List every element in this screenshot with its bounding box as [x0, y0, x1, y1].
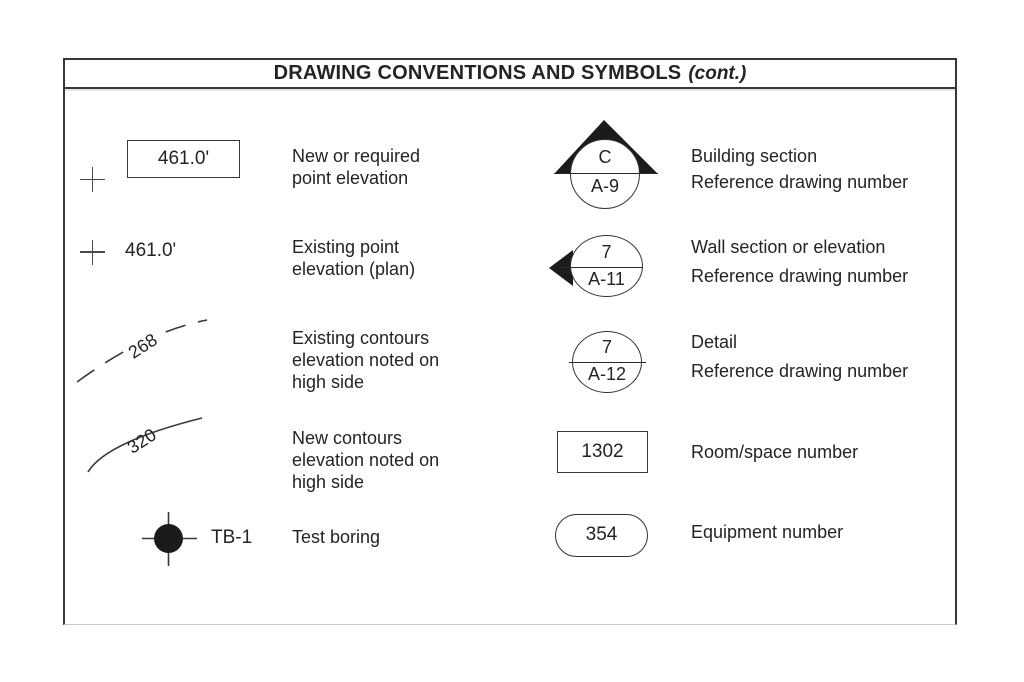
label-test-boring: Test boring [292, 527, 381, 547]
equipment-number-value: 354 [585, 524, 618, 545]
label-existing-contours: elevation noted on [292, 350, 440, 370]
detail-number: 7 [601, 337, 612, 357]
new-point-elevation-value: 461.0' [157, 148, 210, 169]
label-new-contours: New contours [292, 428, 403, 448]
label-new-contours: high side [292, 472, 365, 492]
label-detail: Reference drawing number [691, 361, 909, 381]
label-new-contours: elevation noted on [292, 450, 440, 470]
label-existing-contours: Existing contours [292, 328, 430, 348]
label-room-number: Room/space number [691, 442, 859, 462]
label-wall-section: Wall section or elevation [691, 237, 886, 257]
new-contour-icon [87, 417, 203, 473]
room-number-box: 1302 [557, 431, 648, 473]
wall-section-number: 7 [601, 242, 612, 262]
label-building-section: Building section [691, 146, 818, 166]
label-wall-section: Reference drawing number [691, 266, 909, 286]
label-detail: Detail [691, 332, 738, 352]
label-existing-point-elevation: elevation (plan) [292, 259, 416, 279]
label-existing-contours: high side [292, 372, 365, 392]
wall-section-circle [570, 235, 643, 297]
label-new-point-elevation: New or required [292, 146, 421, 166]
plus-icon [91, 167, 94, 192]
label-equipment-number: Equipment number [691, 522, 844, 542]
label-building-section: Reference drawing number [691, 172, 909, 192]
building-section-sheet: A-9 [590, 176, 619, 196]
page-title-cont: (cont.) [688, 62, 747, 84]
page-title: DRAWING CONVENTIONS AND SYMBOLS [273, 62, 682, 84]
wall-section-sheet: A-11 [588, 269, 625, 289]
equipment-number-oval: 354 [555, 514, 648, 557]
building-section-letter: C [598, 147, 612, 167]
detail-divider [569, 361, 646, 364]
new-point-elevation-box: 461.0' [127, 140, 240, 178]
label-new-point-elevation: point elevation [292, 168, 409, 188]
building-section-divider [554, 172, 658, 175]
plus-icon [91, 239, 94, 265]
existing-point-elevation-value: 461.0' [125, 240, 177, 261]
title-bar: DRAWING CONVENTIONS AND SYMBOLS (cont.) [63, 58, 957, 89]
test-boring-icon [142, 512, 197, 566]
label-existing-point-elevation: Existing point [292, 237, 400, 257]
test-boring-value: TB-1 [211, 527, 253, 548]
room-number-value: 1302 [581, 441, 624, 462]
wall-section-divider [560, 266, 643, 269]
detail-sheet: A-12 [587, 364, 627, 384]
